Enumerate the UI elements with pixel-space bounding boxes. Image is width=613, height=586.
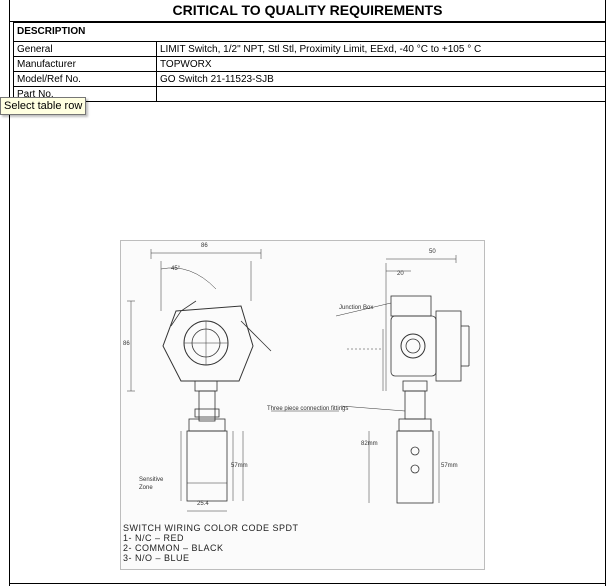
dim-top-left: 86 [201,243,208,249]
drawing-svg [127,249,470,512]
table-row[interactable]: Part No. [13,86,606,102]
page-title: CRITICAL TO QUALITY REQUIREMENTS [9,0,606,22]
dim-left: 86 [123,341,130,347]
wiring-legend: SWITCH WIRING COLOR CODE SPDT 1- N/C – R… [123,523,299,563]
switch-technical-drawing: 86 45° 86 50 20 Junction Box Three piece… [120,240,485,570]
table-row[interactable]: Model/Ref No. GO Switch 21-11523-SJB [13,71,606,87]
requirements-table[interactable]: DESCRIPTION General LIMIT Switch, 1/2" N… [13,22,606,102]
zone-label: Zone [139,485,153,491]
row-value: LIMIT Switch, 1/2" NPT, Stl Stl, Proximi… [156,41,606,57]
row-label: Manufacturer [13,56,157,72]
row-value: TOPWORX [156,56,606,72]
dim-side: 82mm [361,441,378,447]
dim-bottom-left: 57mm [231,463,248,469]
row-value: GO Switch 21-11523-SJB [156,71,606,87]
fittings-label: Three piece connection fittings [267,406,349,412]
left-view [127,249,272,512]
select-row-tooltip: Select table row [0,97,87,115]
wiring-line: 1- N/C – RED [123,533,185,543]
table-row[interactable]: Manufacturer TOPWORX [13,56,606,72]
row-label: General [13,41,157,57]
wiring-title: SWITCH WIRING COLOR CODE SPDT [123,523,299,533]
wiring-line: 2- COMMON – BLACK [123,543,224,553]
dim-right-small: 20 [397,271,404,277]
table-header-row[interactable]: DESCRIPTION [13,22,606,42]
dim-bottom-right: 57mm [441,463,458,469]
junction-box-label: Junction Box [339,305,374,311]
dim-width: 25.4 [197,501,209,507]
dim-angle: 45° [171,266,181,272]
sensitive-label: Sensitive [139,477,164,483]
table-row[interactable]: General LIMIT Switch, 1/2" NPT, Stl Stl,… [13,41,606,57]
right-view [271,255,470,504]
row-value [156,86,606,102]
dim-top-right: 50 [429,249,436,255]
page-frame [9,0,606,586]
description-header: DESCRIPTION [13,22,606,42]
wiring-line: 3- N/O – BLUE [123,553,190,563]
page-bottom-border [9,583,606,584]
row-label: Model/Ref No. [13,71,157,87]
